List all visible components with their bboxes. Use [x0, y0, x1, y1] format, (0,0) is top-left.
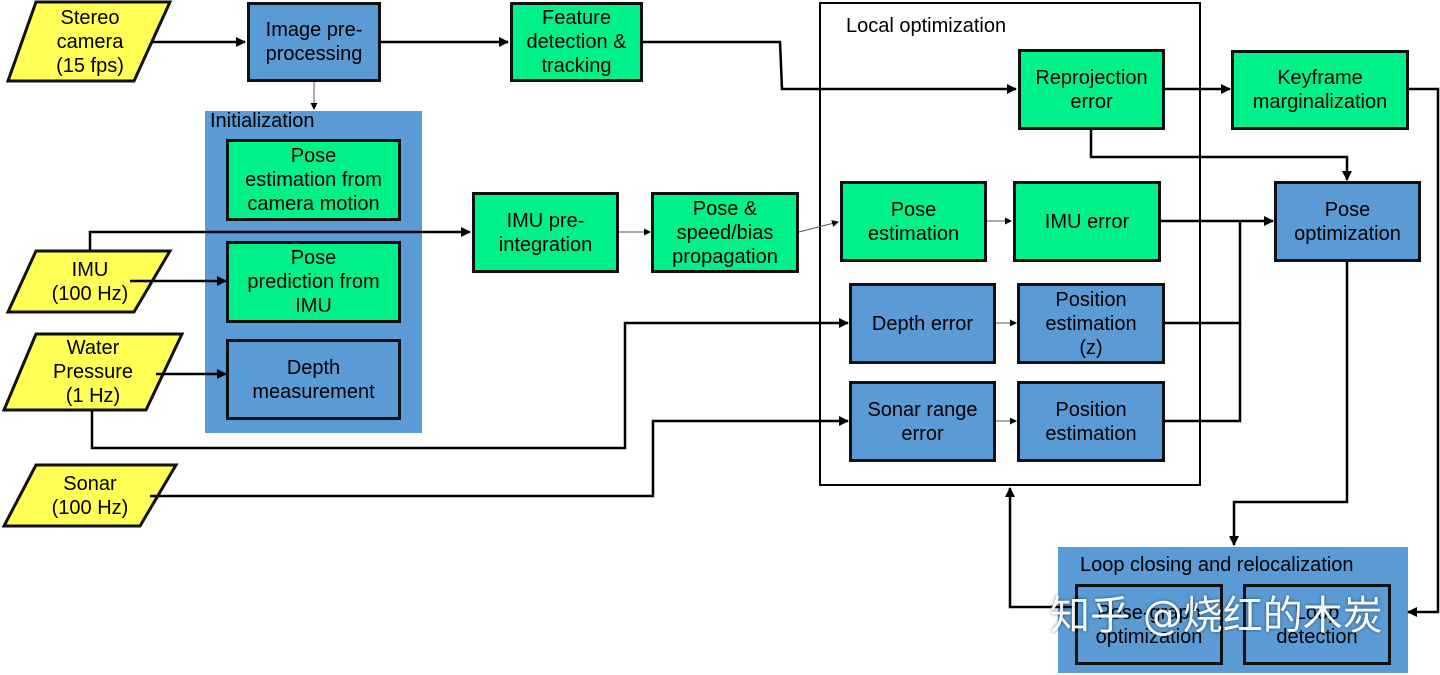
- edge-position-z-to-merge: [1165, 221, 1242, 325]
- sonar-range-error-node: Sonar range error: [849, 381, 996, 462]
- feature-detection-node: Feature detection & tracking: [510, 2, 643, 82]
- edge-sonar-to-sonar-error: [150, 416, 849, 498]
- edge-position-to-merge: [1165, 323, 1242, 423]
- water-pressure-label: Water Pressure (1 Hz): [52, 337, 134, 407]
- reprojection-error-node: Reprojection error: [1018, 49, 1165, 130]
- imu-preintegration-node: IMU pre- integration: [472, 192, 619, 273]
- position-estimation-node: Position estimation: [1017, 381, 1165, 462]
- loop-closing-title: Loop closing and relocalization: [1080, 554, 1354, 576]
- imu-input-shape: [5, 249, 173, 314]
- depth-measurement-node: Depth measurement: [226, 339, 401, 420]
- pose-from-imu-node: Pose prediction from IMU: [226, 241, 401, 323]
- position-estimation-z-node: Position estimation (z): [1017, 283, 1165, 364]
- edge-pose-optimization-to-loop: [1229, 262, 1349, 546]
- edge-propagation-to-pose-estimation: [798, 220, 839, 233]
- edge-feature-to-reprojection: [643, 40, 1017, 94]
- pose-optimization-node: Pose optimization: [1274, 181, 1421, 262]
- watermark-text: 知乎 @烧红的木炭: [1050, 593, 1383, 639]
- local-optimization-title: Local optimization: [846, 15, 1007, 37]
- pose-speed-bias-node: Pose & speed/bias propagation: [651, 192, 799, 273]
- water-pressure-input-shape: [1, 332, 185, 412]
- initialization-title: Initialization: [210, 110, 315, 132]
- depth-error-node: Depth error: [849, 283, 996, 364]
- edge-pressure-to-depth-error: [90, 318, 849, 450]
- loop-detection-node: Loop detection: [1243, 584, 1391, 665]
- imu-label: IMU (100 Hz): [51, 259, 129, 305]
- local-optimization-group: [819, 2, 1201, 486]
- sonar-input-shape: [1, 463, 179, 528]
- pose-from-camera-node: Pose estimation from camera motion: [226, 139, 401, 221]
- imu-error-node: IMU error: [1013, 181, 1161, 262]
- pose-estimation-node: Pose estimation: [840, 181, 987, 262]
- sonar-label: Sonar (100 Hz): [51, 473, 129, 519]
- stereo-camera-label: Stereo camera (15 fps): [56, 7, 124, 77]
- edge-keyframe-to-loop-detection: [1407, 87, 1440, 617]
- image-preprocessing-node: Image pre- processing: [247, 2, 381, 82]
- edge-reprojection-to-pose-optimization: [1089, 129, 1352, 181]
- keyframe-marginalization-node: Keyframe marginalization: [1231, 50, 1409, 130]
- edge-loop-to-local-optimization: [1005, 487, 1075, 609]
- pose-graph-optimization-node: Pose-graph optimization: [1075, 584, 1223, 665]
- stereo-camera-input-shape: [5, 0, 173, 83]
- edge-imu-to-preintegration: [88, 227, 471, 251]
